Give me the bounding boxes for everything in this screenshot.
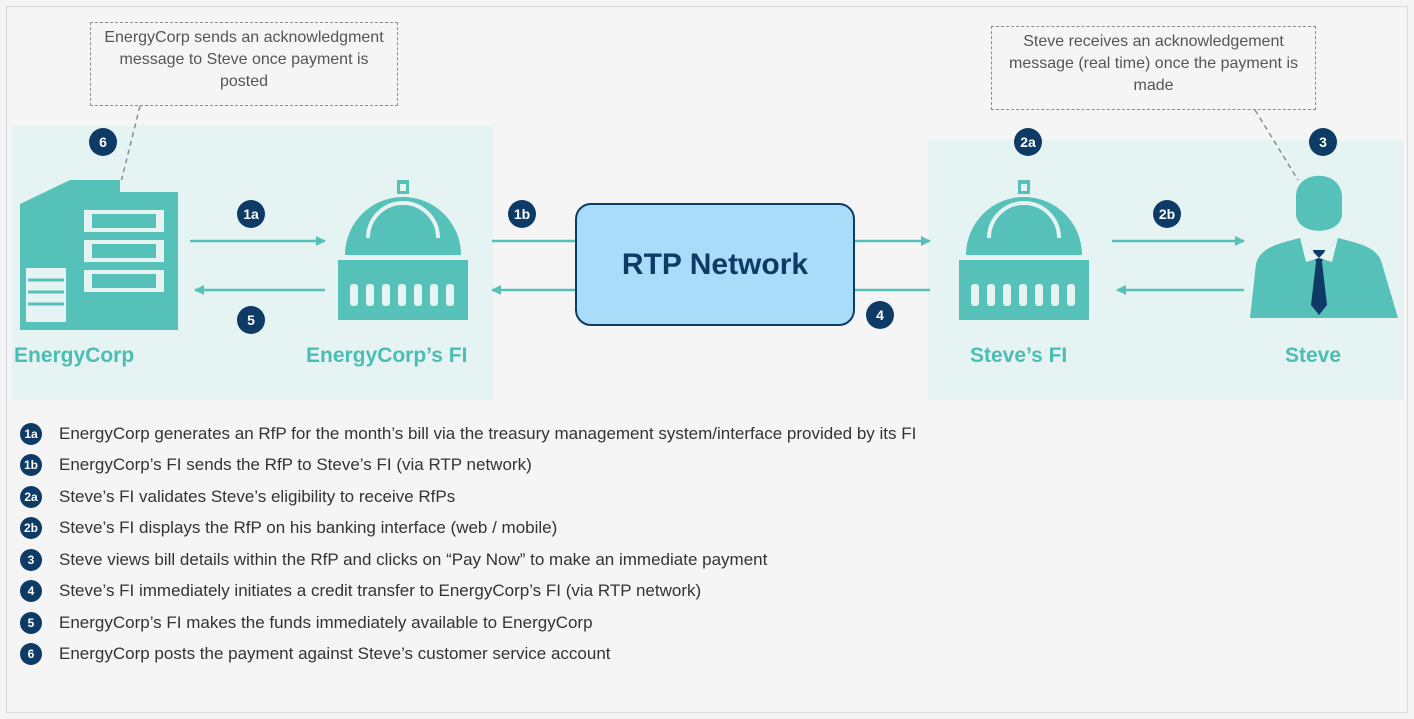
legend-text: Steve’s FI immediately initiates a credi… <box>59 581 702 601</box>
steve-callout: Steve receives an acknowledgement messag… <box>991 26 1316 110</box>
legend-text: Steve’s FI validates Steve’s eligibility… <box>59 486 456 506</box>
legend-badge: 6 <box>20 643 42 666</box>
step-badge-3: 3 <box>1309 128 1337 156</box>
step-badge-2a: 2a <box>1014 128 1042 156</box>
legend-badge: 1a <box>20 422 42 445</box>
legend-item: 6 EnergyCorp posts the payment against S… <box>20 639 916 671</box>
building-icon <box>20 180 180 330</box>
steve-fi-bank-icon <box>959 180 1089 320</box>
legend-item: 3 Steve views bill details within the Rf… <box>20 544 916 576</box>
legend-item: 5 EnergyCorp’s FI makes the funds immedi… <box>20 607 916 639</box>
legend-item: 2b Steve’s FI displays the RfP on his ba… <box>20 513 916 545</box>
legend-badge: 5 <box>20 611 42 634</box>
steve-callout-connector <box>1254 109 1299 181</box>
steps-legend: 1a EnergyCorp generates an RfP for the m… <box>20 418 916 670</box>
legend-text: EnergyCorp’s FI sends the RfP to Steve’s… <box>59 455 532 475</box>
energycorp-fi-label: EnergyCorp’s FI <box>306 344 468 367</box>
rtp-network-box: RTP Network <box>575 203 855 326</box>
steve-label: Steve <box>1285 344 1342 367</box>
energycorp-callout-connector <box>119 105 141 187</box>
energycorp-label: EnergyCorp <box>14 344 135 367</box>
step-badge-2b: 2b <box>1153 200 1181 228</box>
legend-badge: 2a <box>20 485 42 508</box>
legend-item: 4 Steve’s FI immediately initiates a cre… <box>20 576 916 608</box>
step-badge-6: 6 <box>89 128 117 156</box>
legend-text: Steve views bill details within the RfP … <box>59 549 768 569</box>
legend-text: EnergyCorp’s FI makes the funds immediat… <box>59 612 593 632</box>
legend-text: EnergyCorp generates an RfP for the mont… <box>59 423 917 443</box>
legend-item: 1a EnergyCorp generates an RfP for the m… <box>20 418 916 450</box>
legend-text: EnergyCorp posts the payment against Ste… <box>59 644 611 664</box>
step-badge-1a: 1a <box>237 200 265 228</box>
legend-badge: 2b <box>20 517 42 540</box>
person-icon <box>1250 175 1398 318</box>
step-badge-5: 5 <box>237 306 265 334</box>
legend-badge: 3 <box>20 548 42 571</box>
energycorp-callout: EnergyCorp sends an acknowledgment messa… <box>90 22 398 106</box>
legend-item: 2a Steve’s FI validates Steve’s eligibil… <box>20 481 916 513</box>
step-badge-4: 4 <box>866 301 894 329</box>
legend-text: Steve’s FI displays the RfP on his banki… <box>59 518 558 538</box>
steve-fi-label: Steve’s FI <box>970 344 1068 367</box>
step-badge-1b: 1b <box>508 200 536 228</box>
energycorp-fi-bank-icon <box>338 180 468 320</box>
legend-badge: 1b <box>20 454 42 477</box>
legend-item: 1b EnergyCorp’s FI sends the RfP to Stev… <box>20 450 916 482</box>
legend-badge: 4 <box>20 580 42 603</box>
